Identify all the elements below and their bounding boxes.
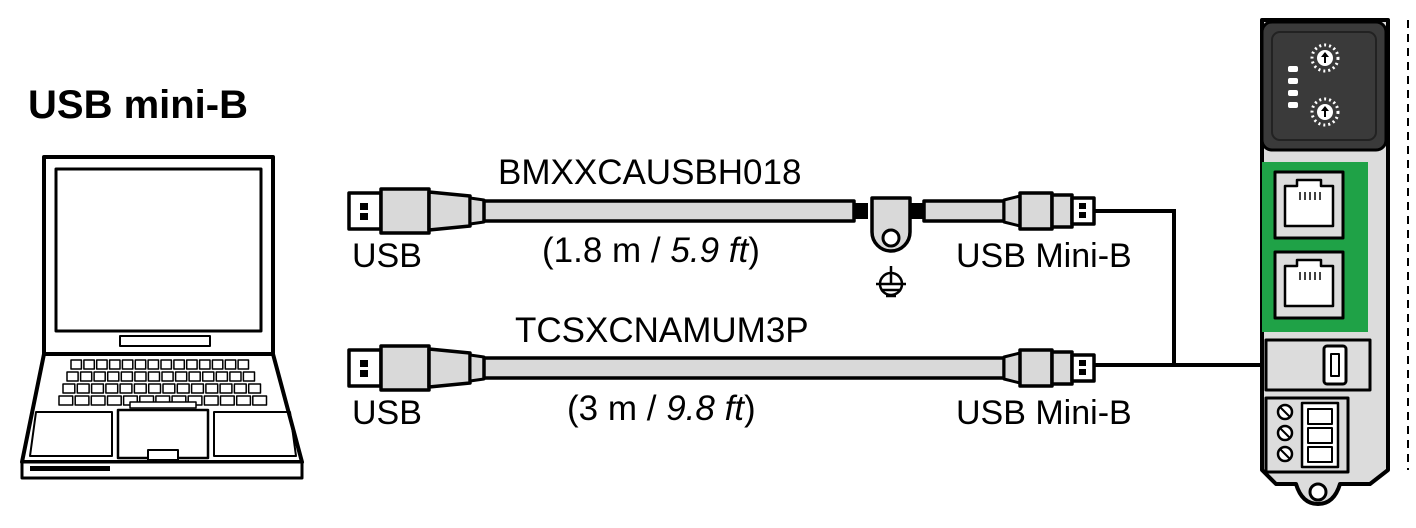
cable-2-length-imperial: 9.8 ft: [666, 389, 745, 428]
mini-usb-plug-icon: [1002, 191, 1096, 231]
rj45-port-icon: [1273, 250, 1345, 320]
laptop-key: [74, 395, 90, 406]
ground-clamp-icon: [870, 196, 912, 253]
laptop-key: [219, 383, 233, 394]
laptop-key: [219, 395, 235, 406]
laptop-key: [106, 395, 122, 406]
laptop-key: [235, 395, 252, 406]
laptop-key: [105, 383, 119, 394]
laptop-key: [108, 359, 121, 370]
laptop-key: [70, 359, 83, 370]
laptop-key: [147, 371, 161, 382]
laptop-key: [160, 359, 173, 370]
laptop-key: [229, 371, 242, 382]
laptop-key: [79, 371, 93, 382]
laptop-key: [252, 395, 268, 406]
laptop-key: [66, 371, 79, 382]
laptop-key: [93, 371, 106, 382]
cable-2-length-open: (: [567, 389, 579, 428]
cable-1-right-connector: USB Mini-B: [956, 237, 1132, 275]
cable-2-part-number: TCSXCNAMUM3P: [515, 311, 809, 350]
laptop-key: [90, 395, 106, 406]
cable-2-left-connector: USB: [352, 394, 422, 432]
cable-2-length: (3 m / 9.8 ft): [567, 389, 756, 428]
laptop-key: [174, 371, 188, 382]
laptop-key: [95, 359, 108, 370]
laptop-key: [242, 371, 256, 382]
earth-ground-icon: [876, 266, 906, 298]
laptop-key: [106, 371, 120, 382]
mini-usb-plug-icon: [1002, 348, 1096, 388]
terminal-block-icon: [1264, 396, 1350, 474]
laptop-key: [201, 371, 215, 382]
laptop-key: [247, 383, 262, 394]
laptop-key: [90, 383, 105, 394]
laptop-key: [162, 383, 176, 394]
usb-cable-1: [347, 187, 1096, 298]
cable-2-right-connector: USB Mini-B: [956, 394, 1132, 432]
laptop-key: [203, 395, 219, 406]
usb-plug-icon: [347, 344, 486, 392]
laptop-key: [190, 383, 205, 394]
usb-cable-2: [347, 344, 1096, 392]
usb-plug-icon: [347, 187, 486, 235]
cable-2-length-metric: 3 m: [579, 389, 637, 428]
laptop-key: [211, 359, 224, 370]
laptop-key: [121, 359, 134, 370]
rj45-port-icon: [1273, 170, 1345, 240]
cable-1-left-connector: USB: [352, 237, 422, 275]
cable-1-part-number: BMXXCAUSBH018: [498, 153, 801, 192]
cable-2-length-separator: /: [637, 389, 666, 428]
rotary-switch-icon: [1310, 97, 1340, 127]
laptop-icon: [20, 155, 304, 480]
cable-2-length-close: ): [744, 389, 756, 428]
laptop-key: [147, 359, 160, 370]
laptop-key: [134, 371, 147, 382]
cable-1-length-separator: /: [641, 231, 670, 270]
cable-1-length-imperial: 5.9 ft: [670, 231, 749, 270]
diagram-title: USB mini-B: [28, 83, 248, 127]
cable-1-length-metric: 1.8 m: [554, 231, 642, 270]
laptop-key: [237, 359, 250, 370]
laptop-key: [176, 383, 190, 394]
laptop-key: [185, 359, 198, 370]
laptop-key: [133, 383, 147, 394]
laptop-key: [119, 383, 133, 394]
laptop-key: [198, 359, 211, 370]
laptop-key: [83, 359, 96, 370]
laptop-key: [161, 371, 174, 382]
laptop-key: [76, 383, 90, 394]
cable-1-length-open: (: [542, 231, 554, 270]
laptop-spacebar: [129, 401, 197, 409]
laptop-key: [205, 383, 219, 394]
laptop-key: [233, 383, 247, 394]
laptop-key: [173, 359, 186, 370]
cable-1-length-close: ): [748, 231, 760, 270]
laptop-key: [188, 371, 201, 382]
laptop-key: [224, 359, 237, 370]
laptop-key: [62, 383, 76, 394]
laptop-key: [134, 359, 147, 370]
rotary-switch-icon: [1310, 43, 1340, 73]
laptop-key: [147, 383, 162, 394]
laptop-key: [58, 395, 74, 406]
cable-1-length: (1.8 m / 5.9 ft): [542, 231, 760, 270]
mini-usb-port-icon: [1264, 338, 1372, 392]
controller-module-icon: [1260, 18, 1390, 506]
laptop-key: [120, 371, 134, 382]
laptop-key: [215, 371, 229, 382]
